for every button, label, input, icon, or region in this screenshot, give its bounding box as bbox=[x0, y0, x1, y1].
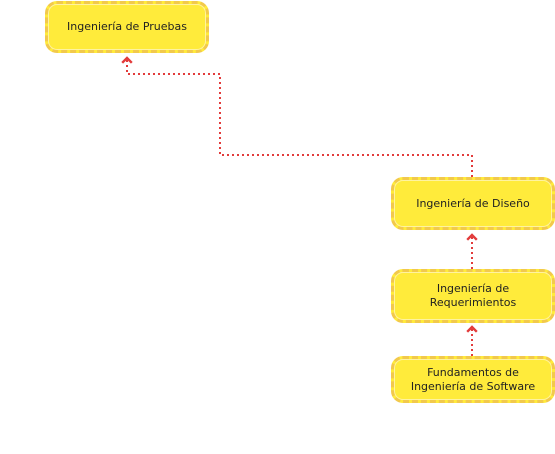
node-label: Ingeniería de Diseño bbox=[416, 196, 530, 210]
node-label: Ingeniería de Pruebas bbox=[67, 20, 187, 33]
node-label: Ingeniería de Requerimientos bbox=[429, 282, 517, 309]
node-fundamentos-de-ingenieria-de-software[interactable]: Fundamentos de Ingeniería de Software bbox=[391, 356, 555, 403]
edge-diseno-to-pruebas bbox=[121, 56, 473, 177]
node-ingenieria-de-diseno[interactable]: Ingeniería de Diseño bbox=[391, 177, 555, 230]
node-ingenieria-de-requerimientos[interactable]: Ingeniería de Requerimientos bbox=[391, 269, 555, 323]
node-ingenieria-de-pruebas[interactable]: Ingeniería de Pruebas bbox=[45, 1, 209, 53]
node-label: Fundamentos de Ingeniería de Software bbox=[410, 365, 536, 393]
